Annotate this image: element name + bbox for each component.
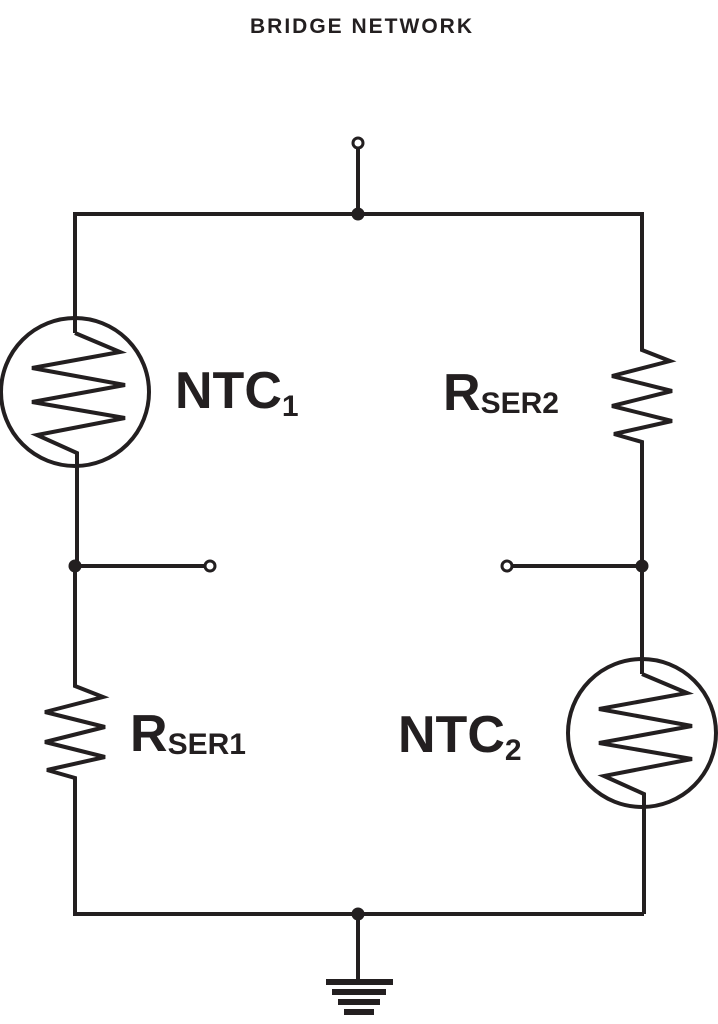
left-output-terminal (203, 559, 217, 573)
rser2-label: RSER2 (443, 364, 559, 422)
rser2-resistor (611, 214, 677, 566)
rser1-resistor (44, 566, 110, 914)
top-terminal (351, 136, 365, 214)
ntc2-thermistor (566, 566, 718, 914)
diagram-title: BRIDGE NETWORK (250, 15, 474, 38)
junction-top (351, 207, 365, 221)
ntc2-label: NTC2 (398, 706, 522, 767)
right-output-terminal (500, 559, 514, 573)
rser1-label: RSER1 (130, 705, 246, 763)
ntc1-thermistor (0, 214, 151, 566)
ntc1-label: NTC1 (175, 362, 299, 423)
ground-icon (326, 914, 393, 1015)
